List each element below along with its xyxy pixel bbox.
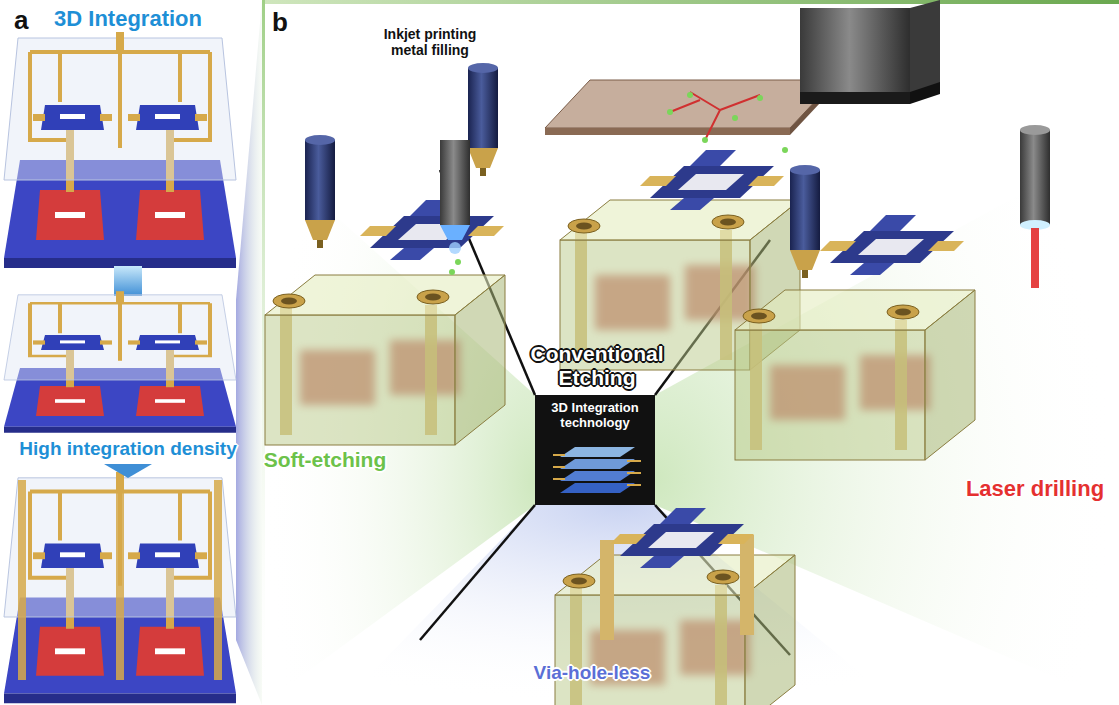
laser-drilling-art [735,125,1050,460]
panel-a-art-part [104,464,152,478]
soft-etching-art-part [455,259,461,265]
box-title: 3D Integration technology [535,395,655,431]
soft-etching-art-part [360,200,504,260]
soft-etching-art-part [305,135,335,248]
panel-heading: 3D Integration [54,6,202,31]
stack-icon-layers-part [560,447,635,457]
conventional-etching-art-part [640,150,784,210]
conventional-etching-art-part [910,82,940,104]
via-hole-less-art-part [600,540,614,640]
panel-letter: a [14,6,28,36]
soft-etching-art-part [449,242,461,254]
panel-b-frame-part [420,505,535,640]
panel-a-art-part [116,480,124,680]
laser-drilling-art-part [1031,228,1039,288]
conventional-etching-art-part [800,8,910,96]
panel-a-art-part [4,472,236,703]
panel-a-art-part [214,480,222,680]
conventional-etching-art-part [910,0,940,96]
panel-a-art-part [18,480,26,680]
method-label: Soft-etching [264,448,386,472]
stack-icon-layers-part [560,471,635,481]
stack-icon-layers-part [560,459,635,469]
laser-drilling-art-part [820,215,964,275]
via-hole-less-art-part [740,535,754,635]
soft-etching-art-part [265,275,505,445]
method-label: Laser drilling [966,476,1104,501]
panel-a-art-part [4,291,236,433]
conventional-etching-art-part [702,137,708,143]
conventional-etching-art-part [667,109,673,115]
method-label: Conventional Etching [522,342,672,390]
conventional-etching-art-part [757,95,763,101]
laser-drilling-art-part [735,290,975,460]
conventional-etching-art-part [545,128,790,135]
conventional-etching-art-part [468,63,498,176]
conventional-etching-art-part [687,92,693,98]
soft-etching-art-part [440,225,470,240]
panel-b-frame-part [262,0,1119,4]
conventional-etching-art-part [732,115,738,121]
method-label: Via-hole-less [534,662,651,684]
conventional-etching-art-part [800,92,910,104]
panel-letter: b [272,8,288,38]
panel-a-art-part [236,0,262,705]
laser-drilling-art-part [1020,130,1050,225]
stack-icon-layers-part [553,455,641,485]
stack-icon-layers [553,447,641,493]
soft-etching-art [265,135,505,445]
panel-a-art [4,0,262,705]
stack-icon [535,443,655,503]
soft-etching-art-part [449,269,455,275]
process-note: Inkjet printing metal filling [368,26,493,58]
panel-a-art-part [4,32,236,268]
conventional-etching-art-part [782,147,788,153]
laser-drilling-art-part [790,165,820,278]
panel-heading: High integration density [19,438,236,460]
conventional-etching-art-part [670,92,760,140]
soft-etching-art-part [440,140,470,225]
via-hole-less-art-part [610,508,754,568]
stack-icon-layers-part [560,483,635,493]
laser-drilling-art-part [1020,125,1050,135]
